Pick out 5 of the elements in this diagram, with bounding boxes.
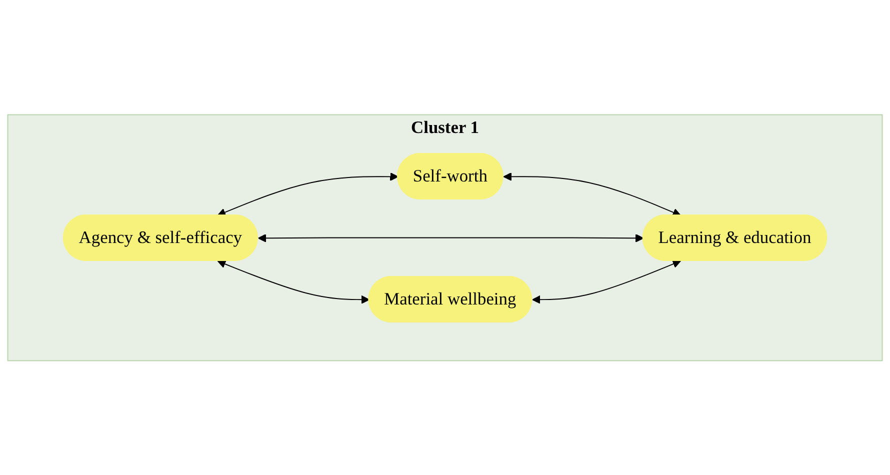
arrow: [532, 260, 682, 304]
arrow: [503, 172, 682, 216]
arrow: [217, 172, 398, 216]
arrow: [258, 234, 644, 242]
arrow: [217, 260, 370, 304]
